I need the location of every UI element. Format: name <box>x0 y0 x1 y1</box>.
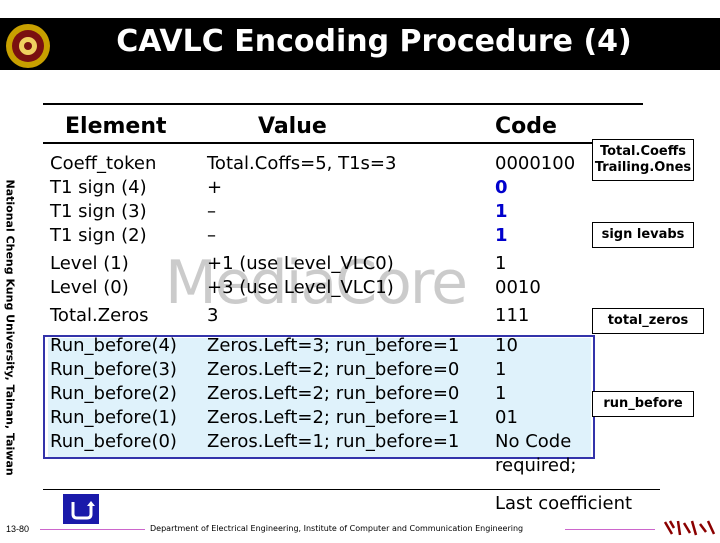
tag-total-zeros: total_zeros <box>592 308 704 334</box>
table-cell-value: Zeros.Left=2; run_before=1 <box>207 407 460 428</box>
tag-total-coeffs: Total.Coeffs Trailing.Ones <box>592 139 694 181</box>
table-cell-element: Run_before(3) <box>50 359 177 380</box>
bottom-rule <box>43 489 660 490</box>
header-code: Code <box>495 114 557 139</box>
header-top-rule <box>43 103 643 105</box>
table-cell-value: Total.Coffs=5, T1s=3 <box>207 153 397 174</box>
table-cell-code: 01 <box>495 407 518 428</box>
table-cell-code: 1 <box>495 201 508 222</box>
return-arrow-icon <box>71 501 95 520</box>
footer-rule-right <box>565 529 655 530</box>
table-cell-element: Level (1) <box>50 253 129 274</box>
table-cell-code: 0010 <box>495 277 541 298</box>
footer-text: Department of Electrical Engineering, In… <box>150 524 524 533</box>
code-column: 0000100 0 1 1 1 0010 111 10 1 1 01 No Co… <box>495 152 576 478</box>
footer-rule-left <box>40 529 145 530</box>
header-bottom-rule <box>43 142 593 144</box>
university-seal-icon <box>4 22 52 70</box>
table-cell-value: – <box>207 201 216 222</box>
header-value: Value <box>258 114 327 139</box>
mediacore-watermark: MediaCore <box>165 248 468 318</box>
table-cell-code: 0 <box>495 177 508 198</box>
table-cell-value: Zeros.Left=2; run_before=0 <box>207 383 460 404</box>
table-cell-element: Run_before(0) <box>50 431 177 452</box>
table-cell-value: – <box>207 225 216 246</box>
tag-total-coeffs-line1: Total.Coeffs <box>599 144 686 159</box>
table-cell-value: 3 <box>207 305 219 326</box>
table-cell-element: Level (0) <box>50 277 129 298</box>
slide-title: CAVLC Encoding Procedure (4) <box>116 24 632 59</box>
title-bar <box>0 18 720 70</box>
table-cell-code: 0000100 <box>495 153 576 174</box>
last-coefficient-label: Last coefficient <box>495 493 633 514</box>
table-cell-code: 111 <box>495 305 530 326</box>
page-number: 13-80 <box>6 524 30 534</box>
tag-sign-levabs: sign levabs <box>592 222 694 248</box>
element-column: Coeff_token T1 sign (4) T1 sign (3) T1 s… <box>50 152 177 454</box>
table-cell-value: Zeros.Left=1; run_before=1 <box>207 431 460 452</box>
table-cell-code: 1 <box>495 253 507 274</box>
table-cell-value: Zeros.Left=2; run_before=0 <box>207 359 460 380</box>
table-cell-code: 10 <box>495 335 518 356</box>
table-cell-value: +3 (use Level_VLC1) <box>207 277 394 298</box>
table-cell-element: Coeff_token <box>50 153 157 174</box>
table-cell-code: 1 <box>495 359 507 380</box>
table-cell-code: 1 <box>495 225 508 246</box>
value-column: Total.Coffs=5, T1s=3 + – – +1 (use Level… <box>207 152 459 454</box>
table-cell-code: 1 <box>495 383 507 404</box>
run-before-highlight <box>48 338 591 457</box>
table-cell-element: Run_before(2) <box>50 383 177 404</box>
table-cell-value: +1 (use Level_VLC0) <box>207 253 394 274</box>
calligraphy-logo <box>662 518 718 538</box>
table-cell-element: Run_before(4) <box>50 335 177 356</box>
table-cell-element: T1 sign (4) <box>50 177 147 198</box>
table-cell-code-continued: required; <box>495 455 577 476</box>
tag-trailing-ones-line2: Trailing.Ones <box>594 160 692 175</box>
table-cell-code: No Code <box>495 431 572 452</box>
tag-run-before: run_before <box>592 391 694 417</box>
table-cell-element: Total.Zeros <box>50 305 149 326</box>
vertical-university-text: National Cheng Kung University, Tainan, … <box>3 179 17 476</box>
table-cell-value: Zeros.Left=3; run_before=1 <box>207 335 460 356</box>
table-cell-value: + <box>207 177 223 198</box>
return-button[interactable] <box>63 494 99 524</box>
table-cell-element: T1 sign (3) <box>50 201 147 222</box>
table-cell-element: T1 sign (2) <box>50 225 147 246</box>
table-cell-element: Run_before(1) <box>50 407 177 428</box>
header-element: Element <box>65 114 167 139</box>
